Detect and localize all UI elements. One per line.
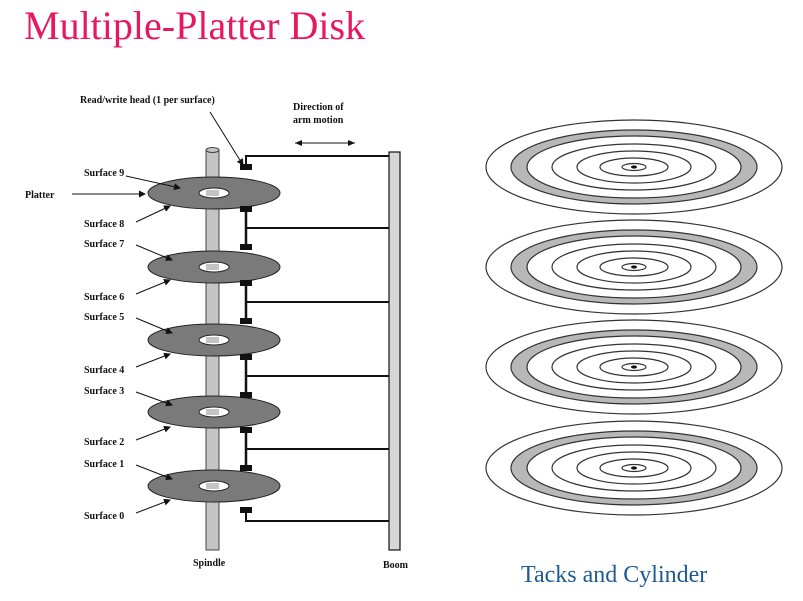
platter-label: Platter [25,190,55,201]
arm [244,286,389,318]
boom [388,151,401,551]
arm-motion-arrow [295,140,355,146]
track-platter [485,319,783,415]
surface-label: Surface 8 [84,219,124,230]
read-write-head-arrow [209,111,244,166]
read-write-head [240,465,252,471]
surface-label: Surface 6 [84,292,124,303]
track-platter [485,420,783,516]
arm [244,212,389,244]
platter [147,176,281,210]
direction-label-line2: arm motion [293,115,344,126]
surface-label: Surface 2 [84,437,124,448]
read-write-head-label: Read/write head (1 per surface) [80,95,215,106]
read-write-head [240,318,252,324]
read-write-head [240,354,252,360]
read-write-head [240,206,252,212]
surface-label: Surface 9 [84,168,124,179]
surface-labels: Surface 9 Surface 8 Surface 7 Surface 6 Surf… [84,168,181,522]
platter [147,323,281,357]
slide-title: Multiple-Platter Disk [24,3,366,48]
arm [244,360,389,392]
read-write-head [240,280,252,286]
surface-label: Surface 4 [84,365,124,376]
direction-label-line1: Direction of [293,102,344,113]
read-write-head [240,392,252,398]
surface-label: Surface 0 [84,511,124,522]
read-write-head [240,244,252,250]
spindle-label: Spindle [193,558,226,569]
platters [147,176,281,503]
arm [244,433,389,465]
read-write-head [240,427,252,433]
track-platter [485,119,783,215]
read-write-head [240,507,252,513]
arm [245,155,389,164]
read-write-head [240,164,252,170]
platter [147,250,281,284]
caption: Tacks and Cylinder [521,562,707,588]
arms [240,155,389,522]
arm [245,512,389,522]
surface-label: Surface 5 [84,312,124,323]
track-platter [485,219,783,315]
platter [147,469,281,503]
boom-label: Boom [383,560,409,571]
surface-label: Surface 7 [84,239,124,250]
surface-label: Surface 1 [84,459,124,470]
track-stacks [485,119,783,516]
platter [147,395,281,429]
surface-label: Surface 3 [84,386,124,397]
